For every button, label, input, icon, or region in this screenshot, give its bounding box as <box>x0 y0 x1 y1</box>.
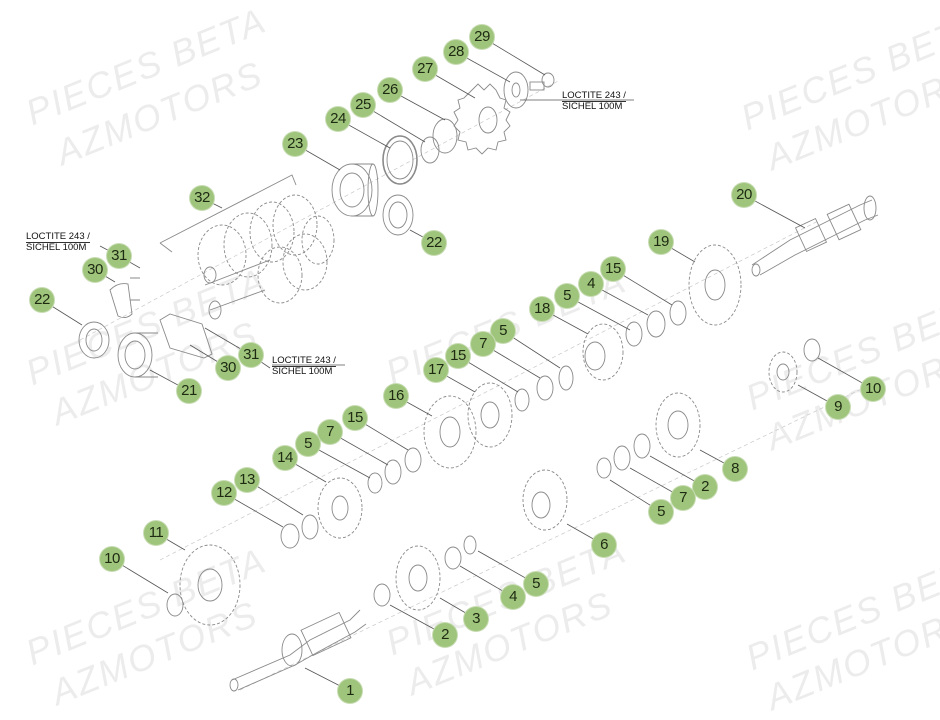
gear-9-drawing <box>768 351 798 393</box>
shaft-20-drawing <box>751 195 879 277</box>
washer-10-drawing <box>166 593 184 617</box>
callout-23[interactable]: 23 <box>283 132 307 156</box>
callout-24[interactable]: 24 <box>326 107 350 131</box>
bearing-22-left-drawing <box>78 321 110 359</box>
plate-30-drawing <box>109 283 133 319</box>
bushing-2b-drawing <box>633 433 651 459</box>
callout-5-c[interactable]: 5 <box>296 432 320 456</box>
callout-5-d[interactable]: 5 <box>649 500 673 524</box>
bushing-12-drawing <box>280 523 300 549</box>
callout-22-left[interactable]: 22 <box>30 288 54 312</box>
callout-21[interactable]: 21 <box>177 379 201 403</box>
plate-30b-drawing <box>159 313 213 359</box>
ring-5-drawing <box>625 321 643 347</box>
callout-20[interactable]: 20 <box>732 183 756 207</box>
callout-31-mid[interactable]: 31 <box>239 343 263 367</box>
ring-5e-drawing <box>596 457 612 479</box>
washer-7-drawing <box>536 375 554 401</box>
washer-10b-drawing <box>803 338 821 362</box>
bushing-15-drawing <box>669 300 687 326</box>
callout-12[interactable]: 12 <box>212 481 236 505</box>
callout-18[interactable]: 18 <box>530 297 554 321</box>
spacer-26-drawing <box>432 118 458 154</box>
bearing-22-top-drawing <box>382 194 414 236</box>
gear-16-drawing <box>423 395 477 469</box>
callout-25[interactable]: 25 <box>351 93 375 117</box>
callout-5-e[interactable]: 5 <box>524 572 548 596</box>
shaft-1-drawing <box>229 609 367 692</box>
loctite-note-top: LOCTITE 243 / SICHEL 100M <box>562 90 626 112</box>
callout-17[interactable]: 17 <box>424 358 448 382</box>
bolt-29-drawing <box>529 72 555 91</box>
callout-16[interactable]: 16 <box>384 384 408 408</box>
gear-8-drawing <box>655 392 701 458</box>
callout-5-a[interactable]: 5 <box>555 284 579 308</box>
gear-11-drawing <box>179 544 241 626</box>
ring-5d-drawing <box>463 535 477 555</box>
callout-29[interactable]: 29 <box>470 25 494 49</box>
callout-26[interactable]: 26 <box>378 78 402 102</box>
callout-8[interactable]: 8 <box>723 457 747 481</box>
gear-17-drawing <box>467 382 513 448</box>
gear-18-drawing <box>582 323 624 381</box>
callout-4-a[interactable]: 4 <box>579 272 603 296</box>
callout-9[interactable]: 9 <box>826 395 850 419</box>
washer-4-drawing <box>646 310 666 338</box>
callout-32[interactable]: 32 <box>190 186 214 210</box>
callout-14[interactable]: 14 <box>273 446 297 470</box>
ring-5b-drawing <box>558 365 574 391</box>
callout-1[interactable]: 1 <box>338 679 362 703</box>
ring-25-drawing <box>420 136 440 164</box>
callout-4-b[interactable]: 4 <box>501 585 525 609</box>
washer-7b-drawing <box>384 459 402 485</box>
bearing-21-drawing <box>117 332 158 378</box>
callout-30-mid[interactable]: 30 <box>216 356 240 380</box>
washer-7c-drawing <box>613 445 631 471</box>
bushing-2-drawing <box>373 583 391 607</box>
washer-4b-drawing <box>444 546 462 570</box>
callout-10-a[interactable]: 10 <box>100 547 124 571</box>
gear-cluster-32-drawing <box>159 174 335 320</box>
callout-7-a[interactable]: 7 <box>471 332 495 356</box>
callout-11[interactable]: 11 <box>144 521 168 545</box>
ring-5c-drawing <box>367 472 383 494</box>
seal-24-drawing <box>382 135 418 185</box>
callout-19[interactable]: 19 <box>649 230 673 254</box>
callout-30-left[interactable]: 30 <box>83 258 107 282</box>
loctite-note-mid: LOCTITE 243 / SICHEL 100M <box>272 355 336 377</box>
gear-14-drawing <box>317 477 363 539</box>
bearing-23-drawing <box>331 163 379 217</box>
callout-5-b[interactable]: 5 <box>491 319 515 343</box>
gear-6-drawing <box>522 469 568 531</box>
bushing-15b-drawing <box>514 388 530 412</box>
callout-3[interactable]: 3 <box>464 607 488 631</box>
loctite-note-left: LOCTITE 243 / SICHEL 100M <box>26 231 90 253</box>
callout-15-a[interactable]: 15 <box>601 257 625 281</box>
callout-15-c[interactable]: 15 <box>343 406 367 430</box>
callout-7-b[interactable]: 7 <box>318 420 342 444</box>
callout-7-c[interactable]: 7 <box>671 486 695 510</box>
callout-2-b[interactable]: 2 <box>433 623 457 647</box>
callout-6[interactable]: 6 <box>592 533 616 557</box>
callout-2-a[interactable]: 2 <box>693 475 717 499</box>
callout-27[interactable]: 27 <box>413 57 437 81</box>
washer-13-drawing <box>301 514 319 540</box>
callout-22-top[interactable]: 22 <box>422 231 446 255</box>
callout-13[interactable]: 13 <box>235 468 259 492</box>
callout-15-b[interactable]: 15 <box>446 344 470 368</box>
gear-19-drawing <box>688 244 742 326</box>
sprocket-27-drawing <box>453 83 511 155</box>
bushing-15c-drawing <box>404 447 422 473</box>
callout-28[interactable]: 28 <box>444 40 468 64</box>
callout-10-b[interactable]: 10 <box>861 377 885 401</box>
washer-28-drawing <box>503 71 529 109</box>
gear-3-drawing <box>395 545 441 611</box>
callout-31-left[interactable]: 31 <box>107 244 131 268</box>
